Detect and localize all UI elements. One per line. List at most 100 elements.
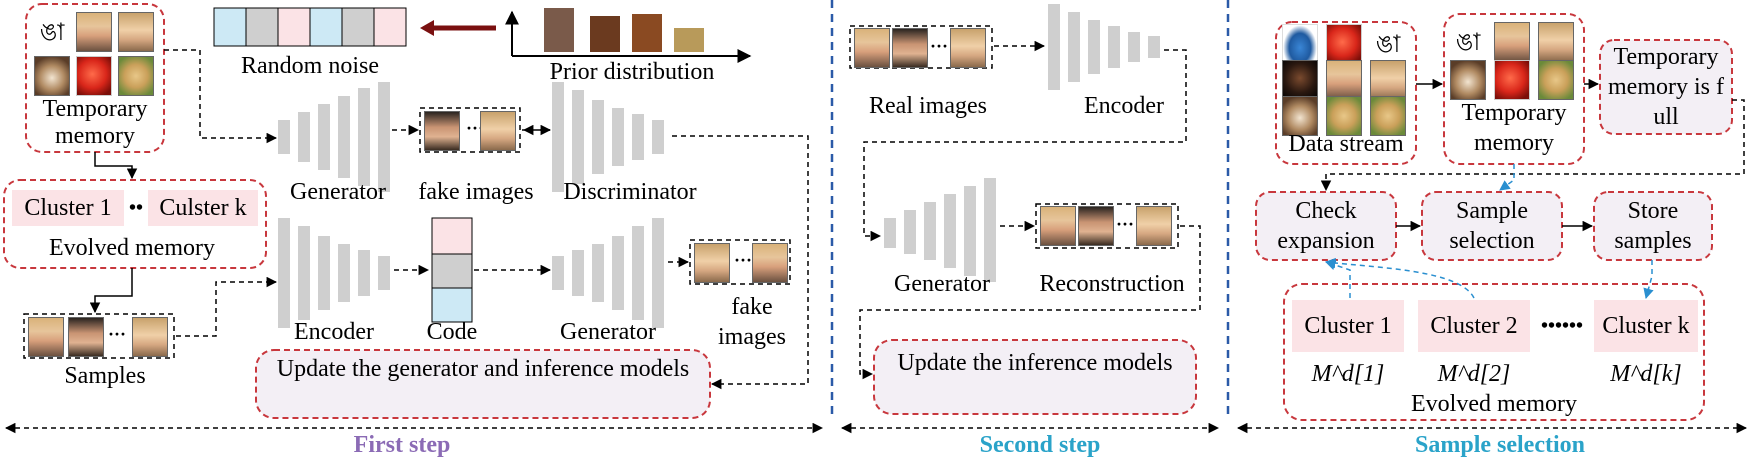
data-stream-label: Data stream bbox=[1288, 131, 1404, 157]
dog-thumb bbox=[118, 56, 154, 96]
fake-images-bottom-label: fake images bbox=[718, 294, 786, 350]
code-vector bbox=[431, 217, 473, 323]
glyph-thumb: ঙা bbox=[34, 12, 70, 52]
real-image-thumb bbox=[950, 28, 986, 68]
apple-thumb bbox=[1326, 24, 1362, 64]
generator-top-label: Generator bbox=[290, 179, 386, 205]
cluster-1-box-2 bbox=[1292, 300, 1404, 352]
dog-thumb bbox=[34, 56, 70, 96]
memory-2-label: M^d[2] bbox=[1437, 361, 1511, 387]
real-image-thumb bbox=[854, 28, 890, 68]
memory-1-label: M^d[1] bbox=[1311, 361, 1385, 387]
texture-4 bbox=[674, 28, 704, 52]
store-samples-label: Store samples bbox=[1614, 198, 1692, 254]
face-thumb bbox=[1538, 22, 1574, 62]
encoder-second-label: Encoder bbox=[1084, 93, 1164, 119]
temp-memory-box-2 bbox=[1443, 13, 1585, 165]
memory-full-box bbox=[1599, 39, 1733, 135]
store-samples-box bbox=[1593, 191, 1713, 261]
fake-image-thumb bbox=[480, 111, 516, 151]
cluster-dots-2: •••••• bbox=[1540, 315, 1583, 337]
discriminator-label: Discriminator bbox=[563, 179, 697, 205]
random-noise-label: Random noise bbox=[241, 53, 379, 79]
ellipsis: ··· bbox=[108, 324, 127, 344]
generator-bottom-label: Generator bbox=[560, 319, 656, 345]
sample-thumb bbox=[68, 317, 104, 357]
face-thumb bbox=[1282, 60, 1318, 100]
cluster-1-label-2: Cluster 1 bbox=[1304, 313, 1392, 339]
ellipsis: ··· bbox=[1116, 214, 1135, 234]
code-label: Code bbox=[426, 319, 478, 345]
discriminator bbox=[552, 82, 664, 192]
sample-thumb bbox=[28, 317, 64, 357]
dog-thumb bbox=[1326, 96, 1362, 136]
generator-second bbox=[884, 178, 996, 282]
memory-k-label: M^d[k] bbox=[1610, 361, 1682, 387]
car-thumb bbox=[1282, 24, 1318, 64]
recon-thumb bbox=[1040, 206, 1076, 246]
fake-images-top-label: fake images bbox=[418, 179, 534, 205]
texture-3 bbox=[632, 14, 662, 52]
apple-thumb bbox=[1494, 60, 1530, 100]
update-box-2 bbox=[873, 339, 1197, 415]
ellipsis: ··· bbox=[930, 36, 949, 56]
second-step-label: Second step bbox=[979, 432, 1101, 458]
face-thumb bbox=[1370, 60, 1406, 100]
glyph-thumb: ঙা bbox=[1450, 22, 1486, 62]
update-box-1 bbox=[255, 349, 711, 419]
cluster-k-label: Culster k bbox=[159, 195, 247, 221]
dog-thumb bbox=[1450, 60, 1486, 100]
evolved-memory-box-1 bbox=[3, 179, 267, 269]
memory-full-label: Temporary memory is full bbox=[1608, 44, 1724, 130]
recon-thumb bbox=[1136, 206, 1172, 246]
sample-selection-step-label: Sample selection bbox=[1415, 432, 1585, 458]
prior-distribution-label: Prior distribution bbox=[549, 59, 715, 85]
face-thumb bbox=[1494, 22, 1530, 62]
fake-image-thumb bbox=[424, 111, 460, 151]
fake-image-thumb bbox=[752, 243, 788, 283]
cluster-1-label: Cluster 1 bbox=[24, 195, 112, 221]
face-thumb bbox=[118, 12, 154, 52]
cluster-dots: •• bbox=[128, 197, 143, 219]
cluster-1-box bbox=[12, 190, 124, 226]
samples-label: Samples bbox=[64, 363, 146, 389]
temp-memory-label: Temporary memory bbox=[42, 96, 148, 149]
dog-thumb bbox=[1282, 96, 1318, 136]
evolved-memory-box-2 bbox=[1283, 283, 1705, 421]
texture-2 bbox=[590, 16, 620, 52]
face-thumb bbox=[76, 12, 112, 52]
real-image-thumb bbox=[892, 28, 928, 68]
cluster-k-box bbox=[148, 190, 258, 226]
temp-memory-label-2: Temporary memory bbox=[1461, 100, 1567, 156]
apple-thumb bbox=[76, 56, 112, 96]
evolved-memory-label-2: Evolved memory bbox=[1411, 391, 1577, 417]
encoder-bottom-label: Encoder bbox=[294, 319, 374, 345]
update-box-1-label: Update the generator and inference model… bbox=[276, 356, 690, 382]
sample-thumb bbox=[132, 317, 168, 357]
real-images-label: Real images bbox=[869, 93, 987, 119]
cluster-2-box bbox=[1418, 300, 1530, 352]
face-thumb bbox=[1326, 60, 1362, 100]
update-box-2-label: Update the inference models bbox=[897, 350, 1173, 376]
evolved-memory-label-1: Evolved memory bbox=[49, 235, 215, 261]
generator-top bbox=[278, 82, 390, 192]
dog-thumb bbox=[1538, 60, 1574, 100]
cluster-k-box-2 bbox=[1594, 300, 1698, 352]
data-stream-box bbox=[1275, 21, 1417, 165]
cluster-2-label: Cluster 2 bbox=[1430, 313, 1518, 339]
first-step-label: First step bbox=[353, 432, 451, 458]
glyph-thumb: ঙা bbox=[1370, 24, 1406, 64]
dog-thumb bbox=[1370, 96, 1406, 136]
ellipsis: ··· bbox=[734, 250, 753, 270]
texture-1 bbox=[544, 8, 574, 52]
fake-image-thumb bbox=[694, 243, 730, 283]
sample-selection-box-label: Sample selection bbox=[1449, 198, 1535, 254]
generator-second-label: Generator bbox=[894, 271, 990, 297]
ellipsis: ··· bbox=[466, 118, 485, 138]
recon-thumb bbox=[1078, 206, 1114, 246]
encoder-second bbox=[1048, 4, 1160, 90]
cluster-k-label-2: Cluster k bbox=[1602, 313, 1690, 339]
check-expansion-label: Check expansion bbox=[1277, 198, 1375, 254]
random-noise-vector bbox=[213, 7, 407, 47]
